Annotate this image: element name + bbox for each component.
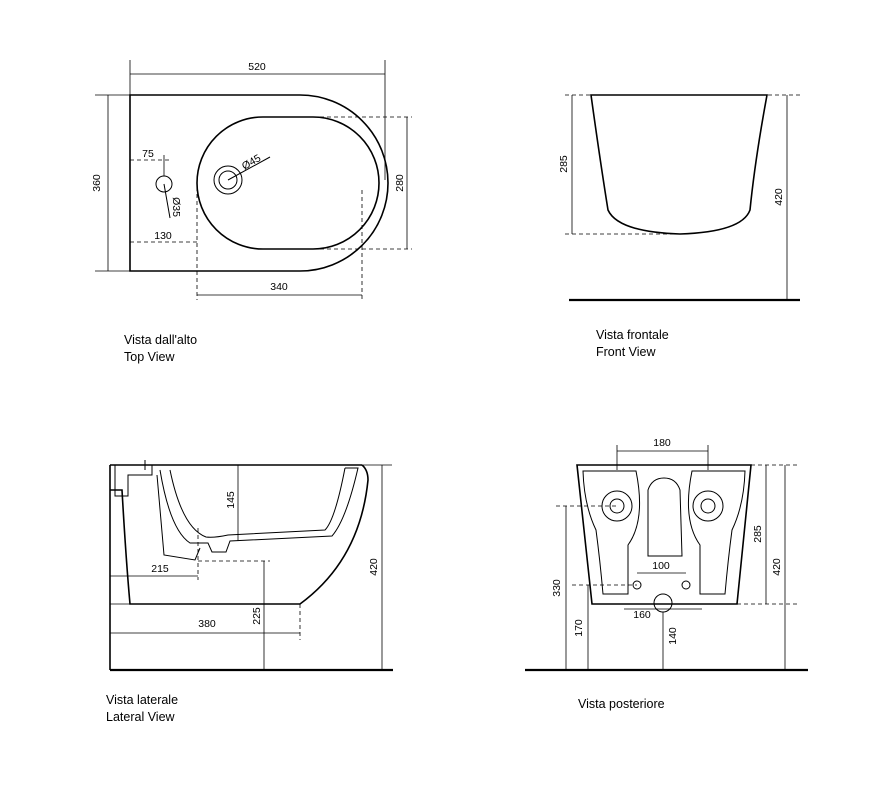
dim-total-height-label: 420: [773, 188, 785, 206]
front-view-caption-it: Vista frontale: [596, 328, 669, 342]
dim-depth-label: 360: [91, 174, 103, 192]
dim-drain-label: Ø45: [240, 152, 263, 172]
rear-view-outline: [576, 464, 752, 605]
top-view-drain-inner: [218, 170, 238, 190]
dim-supply-spacing-label: 160: [633, 609, 651, 621]
dim-bowl-length-label: 340: [270, 281, 288, 293]
dim-fixing-spacing-label: 180: [653, 437, 671, 449]
dim-height-330-label: 330: [551, 579, 563, 597]
dim-tap-x-label: 75: [142, 148, 154, 160]
lateral-view-tap: [114, 465, 153, 497]
dim-bolt-spacing-label: 100: [652, 560, 670, 572]
rear-view-caption-it: Vista posteriore: [578, 697, 665, 711]
dim-drain-offset-label: 215: [151, 563, 169, 575]
tap-leader: [163, 183, 171, 219]
rear-view-supply-left: [632, 580, 642, 590]
lateral-view-caption-it: Vista laterale: [106, 693, 178, 707]
dim-tap-y-label: 130: [154, 230, 172, 242]
rear-view-right-bolt-inner: [700, 498, 716, 514]
lateral-view: 145 215 380 225 420 Vista laterale Later…: [106, 460, 393, 724]
rear-view-supply-right: [681, 580, 691, 590]
top-view-drain: [213, 165, 243, 195]
rear-view: 180 100 160 140 330 170 285 420 Vista po…: [525, 437, 808, 711]
top-view-outline: [129, 94, 389, 272]
lateral-view-body: [110, 464, 369, 605]
rear-view-left-slot: [582, 470, 641, 595]
lateral-view-duct: [156, 474, 201, 561]
lateral-view-bowl-inner: [159, 467, 359, 553]
top-view-caption-en: Top View: [124, 350, 175, 364]
dim-drain-height-label: 140: [667, 627, 679, 645]
dim-width-label: 520: [248, 61, 266, 73]
dim-height-170-label: 170: [573, 619, 585, 637]
dim-bowl-width-label: 280: [394, 174, 406, 192]
drain-leader: [227, 156, 271, 181]
dim-projection-label: 380: [198, 618, 216, 630]
rear-view-right-slot: [687, 470, 746, 595]
lateral-view-bowl-inner-2: [169, 467, 346, 538]
front-view-caption-en: Front View: [596, 345, 656, 359]
dim-total-height-label: 420: [771, 558, 783, 576]
rear-view-right-bolt: [692, 490, 724, 522]
rear-view-center-slot: [647, 477, 683, 557]
dim-total-height-label: 420: [368, 558, 380, 576]
dim-bowl-height-label: 285: [558, 155, 570, 173]
rear-view-left-bolt-inner: [609, 498, 625, 514]
lateral-view-caption-en: Lateral View: [106, 710, 176, 724]
top-view-caption-it: Vista dall'alto: [124, 333, 197, 347]
top-view: 520 360 280 340 75 130 Ø35 Ø45 Vista dal…: [91, 60, 412, 364]
front-view-outline: [590, 94, 768, 235]
top-view-bowl: [196, 116, 380, 250]
dim-tap-hole-label: Ø35: [170, 197, 182, 217]
dim-height-285-label: 285: [752, 525, 764, 543]
front-view: 285 420 Vista frontale Front View: [558, 94, 800, 359]
dim-drain-height-label: 225: [251, 607, 263, 625]
dim-inner-depth-label: 145: [225, 491, 237, 509]
